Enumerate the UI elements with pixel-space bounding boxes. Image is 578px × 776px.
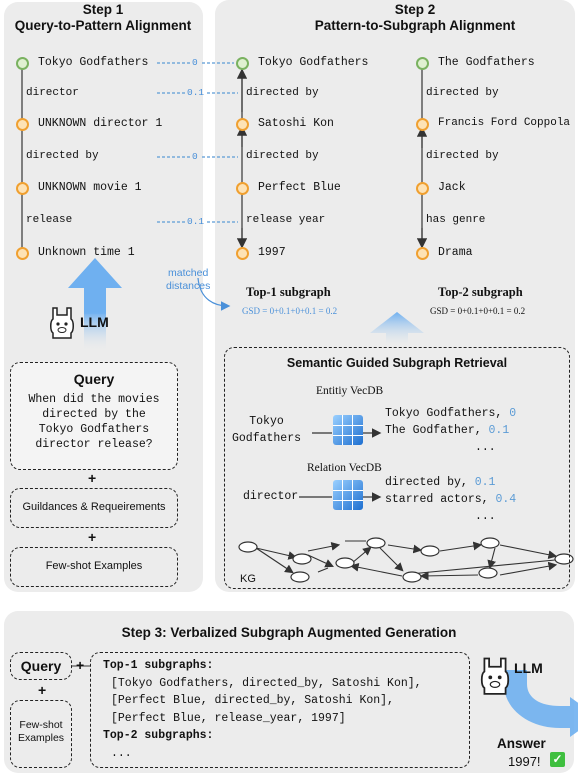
- pattern-node-3: [16, 182, 29, 195]
- llm-label-step1: LLM: [80, 314, 109, 330]
- plus-2: +: [88, 529, 97, 545]
- entity-db-icon: [333, 415, 363, 445]
- top1-node-4: [236, 247, 249, 260]
- pattern-node-2-label: UNKNOWN director 1: [38, 117, 163, 130]
- verbalized-subgraphs-box: [90, 652, 470, 768]
- query-box: [10, 362, 178, 470]
- fewshot-box: [10, 547, 178, 587]
- distance-3: 0: [192, 151, 198, 162]
- top2-edge-1: directed by: [426, 87, 499, 99]
- fewshot-text: Few-shot Examples: [45, 560, 143, 572]
- pattern-node-1-label: Tokyo Godfathers: [38, 56, 149, 69]
- top2-node-2: [416, 118, 429, 131]
- llm-label-step3: LLM: [514, 660, 543, 676]
- pattern-node-4-label: Unknown time 1: [38, 246, 135, 259]
- top1-edge-3: release year: [246, 214, 326, 226]
- top1-title: Top-1 subgraph: [246, 285, 331, 299]
- distance-1: 0: [192, 57, 198, 68]
- top2-edge-3: has genre: [426, 214, 486, 226]
- entity-db-label: Entitiy VecDB: [316, 385, 384, 397]
- step3-title: Step 3: Verbalized Subgraph Augmented Ge…: [121, 625, 457, 640]
- top2-node-2-label: Francis Ford Coppola: [438, 117, 571, 129]
- verbalized-subgraphs-text: Top-1 subgraphs: [Tokyo Godfathers, dire…: [103, 659, 422, 760]
- pattern-node-3-label: UNKNOWN movie 1: [38, 181, 142, 194]
- distance-2: 0.1: [187, 87, 205, 98]
- step3-plus-1: +: [76, 657, 85, 673]
- llama-icon-step3: [478, 655, 512, 695]
- pattern-node-1: [16, 57, 29, 70]
- top1-edge-2: directed by: [246, 150, 319, 162]
- pattern-edge-3: release: [26, 214, 73, 226]
- check-icon: ✓: [550, 752, 565, 767]
- step3-fewshot-box: [10, 700, 72, 768]
- relation-db-label: Relation VecDB: [307, 462, 382, 474]
- top1-node-3: [236, 182, 249, 195]
- guidances-box: [10, 488, 178, 528]
- step3-plus-2: +: [38, 682, 47, 698]
- step3-query-text: Query: [20, 658, 62, 674]
- top2-node-3: [416, 182, 429, 195]
- step3-query-box: [10, 652, 72, 680]
- top1-node-4-label: 1997: [258, 246, 286, 259]
- pattern-edge-2: directed by: [26, 150, 99, 162]
- top1-node-2-label: Satoshi Kon: [258, 117, 334, 130]
- top2-node-3-label: Jack: [438, 181, 466, 194]
- top1-node-1: [236, 57, 249, 70]
- top2-gsd: GSD = 0+0.1+0+0.1 = 0.2: [430, 306, 526, 316]
- top2-title: Top-2 subgraph: [438, 285, 523, 299]
- top2-node-1: [416, 57, 429, 70]
- relation-input: director: [243, 490, 299, 503]
- query-title: Query: [73, 371, 115, 387]
- pattern-node-4: [16, 247, 29, 260]
- retrieval-title: Semantic Guided Subgraph Retrieval: [286, 356, 508, 370]
- kg-label: KG: [240, 573, 256, 585]
- entity-results: Tokyo Godfathers, 0 The Godfather, 0.1 .…: [385, 407, 517, 454]
- top1-node-2: [236, 118, 249, 131]
- pattern-edge-1: director: [26, 87, 79, 99]
- relation-results: directed by, 0.1 starred actors, 0.4 ...: [385, 476, 517, 523]
- top2-node-4: [416, 247, 429, 260]
- step3-panel: [4, 611, 574, 773]
- retrieval-box: [224, 347, 570, 589]
- answer-value: 1997!: [508, 754, 541, 769]
- top1-gsd: GSD = 0+0.1+0+0.1 = 0.2: [242, 306, 338, 316]
- top1-node-1-label: Tokyo Godfathers: [258, 56, 369, 69]
- top2-node-4-label: Drama: [438, 246, 473, 259]
- top2-edge-2: directed by: [426, 150, 499, 162]
- answer-title: Answer: [497, 736, 546, 751]
- plus-1: +: [88, 470, 97, 486]
- guidances-text: Guildances & Requeirements: [22, 501, 166, 513]
- top1-node-3-label: Perfect Blue: [258, 181, 341, 194]
- distance-4: 0.1: [187, 216, 205, 227]
- pattern-node-2: [16, 118, 29, 131]
- top2-node-1-label: The Godfathers: [438, 56, 535, 69]
- llama-icon: [48, 305, 76, 339]
- top1-edge-1: directed by: [246, 87, 319, 99]
- relation-db-icon: [333, 480, 363, 510]
